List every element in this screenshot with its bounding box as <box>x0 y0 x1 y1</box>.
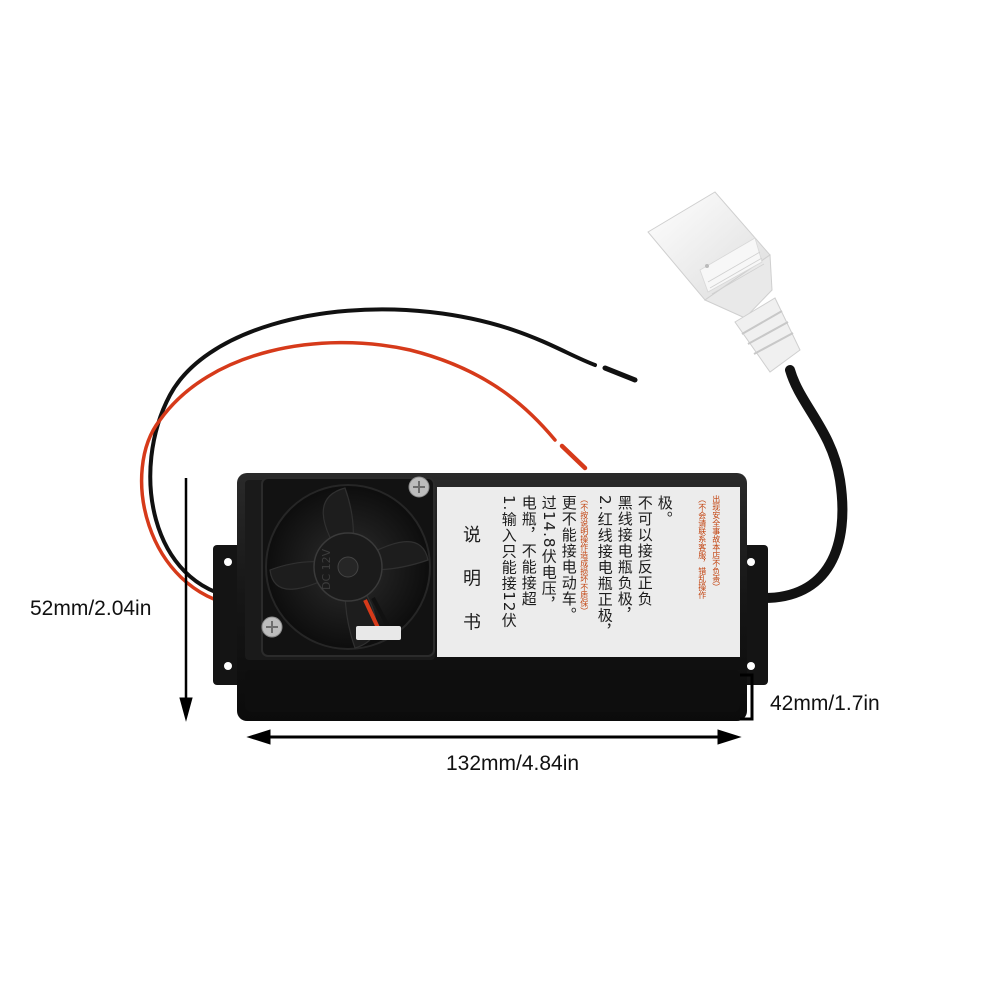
cooling-fan: DC 12V <box>261 477 435 657</box>
height-dimension-arrow <box>179 478 193 722</box>
instruction-label-card: 说 明 书 1.输入只能接12伏 电瓶，不能接超 过14.8伏电压， 更不能接电… <box>437 487 740 657</box>
label-line-6: 黑线接电瓶负极， <box>615 495 634 623</box>
label-line-4: 更不能接电动车。 <box>559 495 578 623</box>
label-note-1: （不按说明操作造成损坏不质保） <box>579 495 589 615</box>
label-line-1: 1.输入只能接12伏 <box>499 495 518 629</box>
mounting-screw-bottom <box>261 616 283 638</box>
label-line-8: 极。 <box>655 495 674 527</box>
length-label: 132mm/4.84in <box>446 752 580 775</box>
left-mounting-flange <box>213 545 243 685</box>
body-height-bracket <box>740 673 754 721</box>
output-cable <box>755 365 848 604</box>
label-line-3: 过14.8伏电压， <box>539 495 558 613</box>
black-wire-tip <box>602 365 638 383</box>
mounting-screw-top <box>408 476 430 498</box>
body-height-label: 42mm/1.7in <box>770 692 880 715</box>
label-line-2: 电瓶，不能接超 <box>519 495 538 607</box>
label-line-5: 2.红线接电瓶正极， <box>595 495 614 640</box>
fan-model-label: DC 12V <box>320 548 333 590</box>
label-note-3: 出现安全事故本店不负责） <box>711 495 721 591</box>
red-wire <box>139 340 557 608</box>
label-note-2: （不会请联系客服，错乱操作 <box>697 495 707 599</box>
black-wire <box>148 307 597 600</box>
label-heading: 说 明 书 <box>460 525 481 641</box>
label-line-7: 不可以接反正负 <box>635 495 654 607</box>
red-wire-tip <box>559 443 588 471</box>
width-dimension-arrow <box>246 729 742 745</box>
overall-height-label: 52mm/2.04in <box>30 597 152 620</box>
white-connector <box>647 191 801 373</box>
